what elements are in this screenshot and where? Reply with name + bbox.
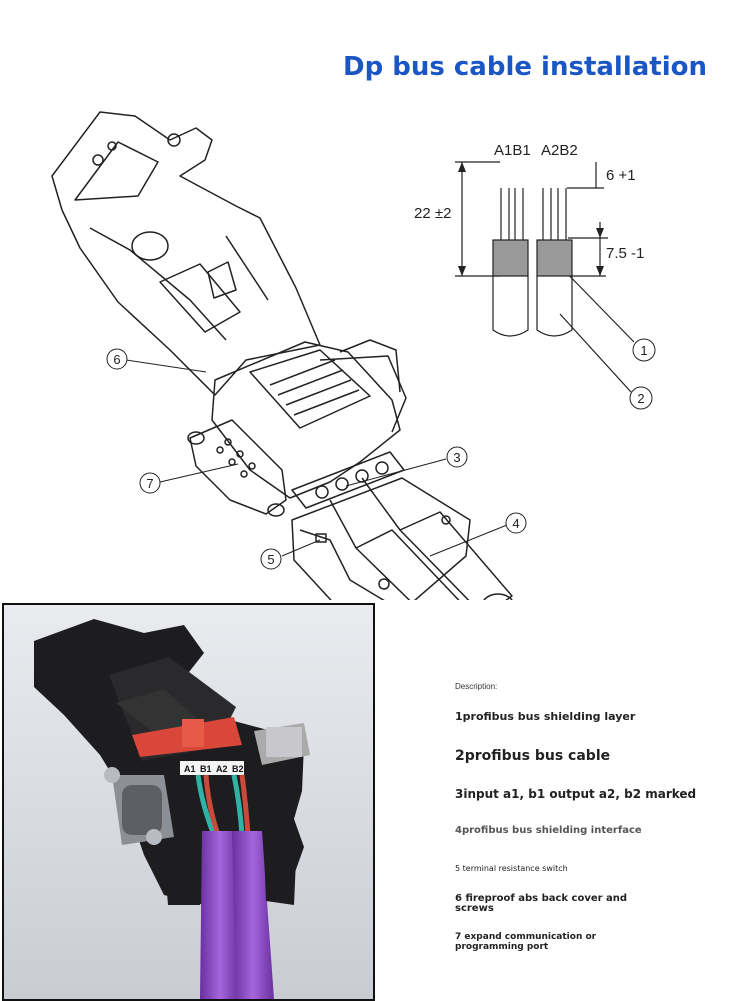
callout-5-marker xyxy=(260,548,282,570)
callout-2: 2 xyxy=(637,391,644,406)
connector-photo: A1 B1 A2 B2 xyxy=(2,603,375,1001)
cable-jacket-right xyxy=(536,276,573,337)
dim-total: 22 ±2 xyxy=(414,205,451,222)
description-item-2: 2profibus bus cable xyxy=(455,748,611,764)
description-item-5: 5 terminal resistance switch xyxy=(455,864,568,873)
description-item-6: 6 fireproof abs back cover and screws xyxy=(455,893,628,914)
callout-4-marker xyxy=(505,512,527,534)
description-heading: Description: xyxy=(455,682,498,691)
photo-label-a1: A1 xyxy=(184,764,196,774)
dim-shield: 7.5 -1 xyxy=(606,245,644,262)
cable-jacket-left xyxy=(492,276,529,337)
shield-braid-left xyxy=(492,239,529,277)
callout-6-marker xyxy=(106,348,128,370)
photo-label-a2: A2 xyxy=(216,764,228,774)
description-item-4: 4profibus bus shielding interface xyxy=(455,825,642,836)
callout-5: 5 xyxy=(267,552,274,567)
description-item-3: 3input a1, b1 output a2, b2 marked xyxy=(455,787,697,801)
back-cover xyxy=(51,111,321,396)
connector-photo-illustration: A1 B1 A2 B2 xyxy=(4,605,373,999)
shield-braid-right xyxy=(536,239,573,277)
description-item-7: 7 expand communication or programming po… xyxy=(455,932,597,952)
callout-6: 6 xyxy=(113,352,120,367)
connector-exploded-drawing: 6 7 5 3 4 1 2 A1B1 A2B2 6 +1 22 ±2 xyxy=(51,111,656,600)
bus-cable-left xyxy=(355,529,460,600)
photo-cable-left xyxy=(200,831,240,999)
description-item-1: 1profibus bus shielding layer xyxy=(455,710,636,723)
callout-2-marker xyxy=(629,386,653,410)
callout-4: 4 xyxy=(512,516,519,531)
page-title: Dp bus cable installation xyxy=(343,52,708,82)
callout-3-marker xyxy=(446,446,468,468)
callout-1: 1 xyxy=(640,343,647,358)
callout-3: 3 xyxy=(453,450,460,465)
dim-a2b2: A2B2 xyxy=(541,142,578,159)
bus-cable-right xyxy=(399,511,513,600)
photo-label-b2: B2 xyxy=(232,764,244,774)
photo-cable-right xyxy=(232,831,274,999)
callout-7: 7 xyxy=(146,476,153,491)
photo-label-b1: B1 xyxy=(200,764,212,774)
dim-a1b1: A1B1 xyxy=(494,142,531,159)
dim-strip: 6 +1 xyxy=(606,167,636,184)
clamp-housing xyxy=(291,477,471,600)
callout-7-marker xyxy=(139,472,161,494)
callout-1-marker xyxy=(632,338,656,362)
dsub-port xyxy=(189,419,287,515)
